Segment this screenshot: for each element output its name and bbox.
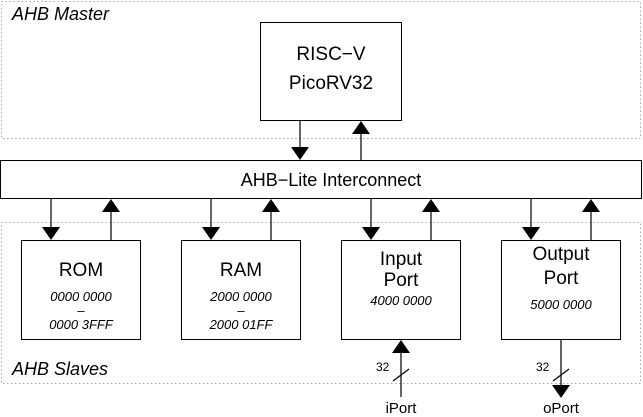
- output-port-up-arrowhead: [582, 199, 600, 212]
- output-port-block: Output Port 5000 0000 32 oPort: [501, 199, 621, 417]
- iport-arrowhead: [392, 340, 410, 353]
- cpu-block: RISC−V PicoRV32: [260, 22, 402, 121]
- oport-arrowhead: [552, 385, 570, 398]
- interconnect-label: AHB−Lite Interconnect: [241, 170, 422, 190]
- rom-title: ROM: [59, 260, 103, 281]
- ram-up-arrowhead: [262, 199, 280, 212]
- ram-down-arrowhead: [202, 227, 220, 240]
- cpu-box: [260, 22, 402, 121]
- cpu-up-arrowhead: [352, 121, 370, 134]
- ram-block: RAM 2000 0000 – 2000 01FF: [181, 199, 301, 340]
- rom-addr-start: 0000 0000: [50, 289, 112, 304]
- ram-addr-separator: –: [236, 303, 245, 318]
- oport-signal-label: oPort: [543, 400, 580, 417]
- ram-box: [181, 240, 301, 340]
- master-region-label: AHB Master: [11, 4, 110, 24]
- interconnect-box: [0, 160, 642, 199]
- iport-signal-label: iPort: [386, 400, 418, 417]
- output-port-addr: 5000 0000: [530, 297, 592, 312]
- input-port-down-arrowhead: [362, 227, 380, 240]
- input-port-block: Input Port 4000 0000 32 iPort: [341, 199, 461, 417]
- ram-addr-start: 2000 0000: [209, 289, 272, 304]
- iport-width-slash: [392, 368, 410, 382]
- cpu-bus-wires: [291, 121, 370, 160]
- oport-bus-width: 32: [536, 360, 550, 374]
- iport-bus-width: 32: [376, 360, 390, 374]
- oport-width-slash: [552, 368, 570, 382]
- rom-down-arrowhead: [42, 227, 60, 240]
- input-port-up-arrowhead: [422, 199, 440, 212]
- rom-up-arrowhead: [102, 199, 120, 212]
- output-port-title-line1: Output: [532, 244, 590, 265]
- input-port-title-line1: Input: [380, 249, 423, 270]
- ram-title: RAM: [220, 260, 262, 281]
- interconnect-block: AHB−Lite Interconnect: [0, 160, 642, 199]
- cpu-down-arrowhead: [291, 147, 309, 160]
- input-port-box: [341, 240, 461, 340]
- ram-addr-end: 2000 01FF: [209, 317, 274, 332]
- cpu-core: PicoRV32: [289, 73, 373, 94]
- rom-block: ROM 0000 0000 – 0000 3FFF: [21, 199, 141, 340]
- rom-addr-end: 0000 3FFF: [49, 317, 114, 332]
- output-port-down-arrowhead: [522, 227, 540, 240]
- slaves-region-label: AHB Slaves: [11, 359, 108, 379]
- output-port-box: [501, 240, 621, 340]
- input-port-addr: 4000 0000: [370, 293, 432, 308]
- input-port-title-line2: Port: [384, 270, 420, 291]
- cpu-name: RISC−V: [296, 44, 365, 65]
- rom-box: [21, 240, 141, 340]
- rom-addr-separator: –: [76, 303, 85, 318]
- output-port-title-line2: Port: [544, 268, 580, 289]
